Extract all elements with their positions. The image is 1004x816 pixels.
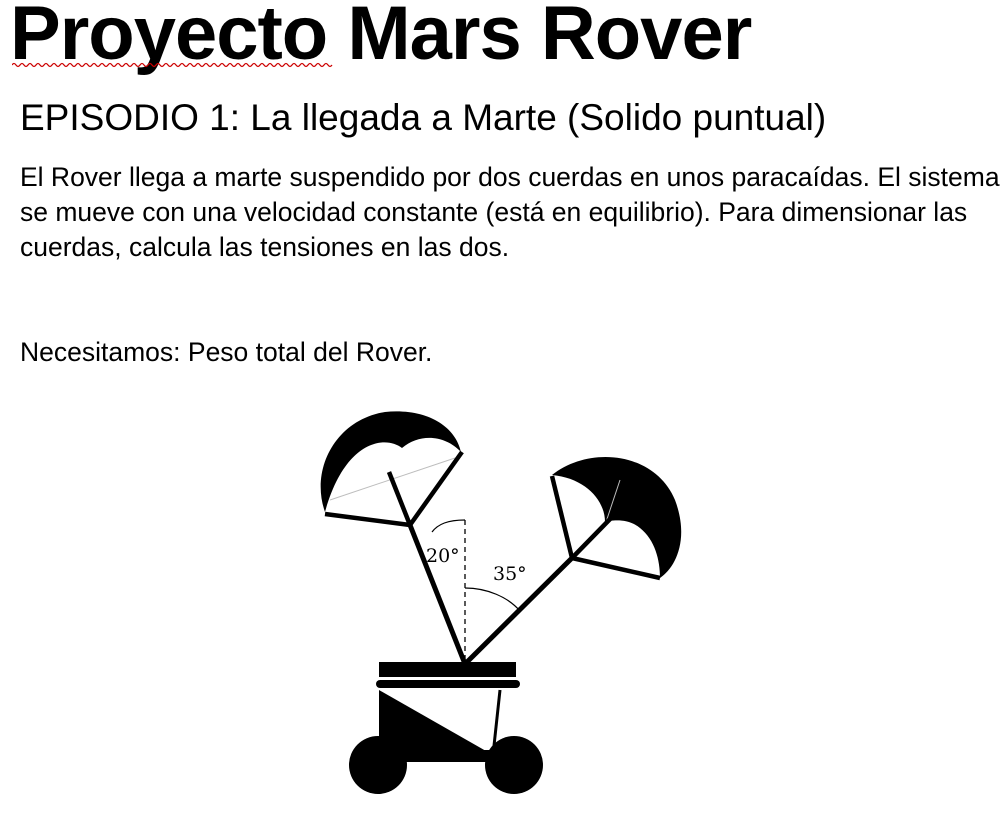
left-parachute: [320, 411, 464, 528]
right-shroud-middle: [570, 513, 616, 560]
rover-top-plate: [379, 662, 516, 677]
left-shroud-inner: [408, 450, 464, 527]
right-angle-arc: [464, 587, 521, 612]
left-rope: [407, 524, 468, 665]
episode-title: EPISODIO 1: La llegada a Marte (Solido p…: [20, 97, 827, 138]
rover-parachute-diagram: 20° 35°: [320, 411, 682, 794]
left-shroud-outer: [324, 511, 411, 528]
left-angle-arc: [431, 519, 466, 533]
right-shroud-inner: [571, 555, 661, 581]
right-canopy-seam: [605, 479, 621, 523]
right-parachute: [549, 457, 682, 581]
right-shroud-outer: [549, 475, 575, 559]
left-shroud-middle: [386, 471, 413, 526]
problem-statement: El Rover llega a marte suspendido por do…: [20, 162, 1000, 262]
rover-deck: [376, 680, 520, 688]
left-angle-label: 20°: [426, 545, 460, 567]
rover-body: [379, 690, 493, 755]
rover: [349, 662, 543, 794]
right-angle-label: 35°: [493, 563, 527, 585]
right-canopy: [552, 457, 682, 578]
needs-line: Necesitamos: Peso total del Rover.: [20, 337, 433, 367]
page-title: Proyecto Mars Rover: [10, 0, 752, 76]
left-canopy: [320, 411, 461, 512]
right-rope: [463, 556, 574, 666]
rover-right-wheel: [485, 736, 543, 794]
spellcheck-underline: [12, 62, 333, 68]
rover-left-wheel: [349, 736, 407, 794]
